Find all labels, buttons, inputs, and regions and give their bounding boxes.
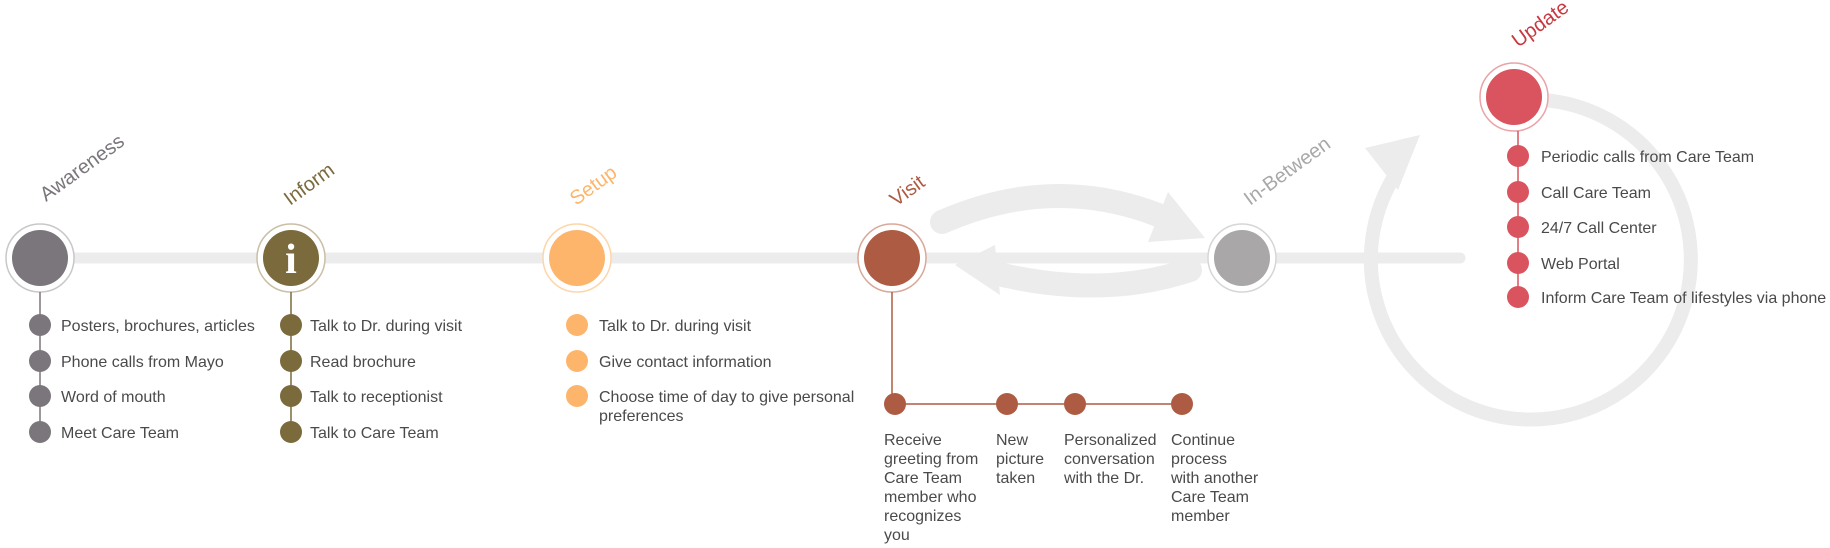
list-item: Inform Care Team of lifestyles via phone [1541,290,1826,307]
visit-step-line: recognizes [884,508,961,525]
list-item-dot [1507,145,1529,167]
visit-step-dot [1171,393,1193,415]
list-item: Give contact information [599,354,772,371]
list-item-dot [566,385,588,407]
stage-label-inform: Inform [280,159,339,210]
list-item-dot [566,350,588,372]
visit-step-line: Personalized [1064,432,1157,449]
visit-step-line: taken [996,470,1035,487]
visit-step-line: Continue [1171,432,1235,449]
visit-step-line: member [1171,508,1230,525]
stage-inform: i Inform Talk to Dr. during visit Read b… [256,159,463,443]
list-item-dot [29,350,51,372]
forward-cycle-arrow [930,184,1187,234]
list-item-line: preferences [599,408,684,425]
awareness-node[interactable] [12,230,68,286]
visit-step-line: greeting from [884,451,978,468]
visit-step-line: picture [996,451,1044,468]
visit-step-line: Care Team [1171,489,1249,506]
stage-label-update: Update [1508,0,1573,52]
visit-step-line: Receive [884,432,942,449]
update-node[interactable] [1486,69,1542,125]
list-item-dot [1507,252,1529,274]
list-item-dot [29,421,51,443]
list-item: Web Portal [1541,256,1620,273]
list-item: Talk to Care Team [310,425,439,442]
visit-step-line: you [884,527,910,544]
between-node[interactable] [1214,230,1270,286]
stage-label-between: In-Between [1240,133,1335,210]
setup-node[interactable] [549,230,605,286]
visit-step-line: New [996,432,1028,449]
stage-label-awareness: Awareness [36,130,129,206]
list-item: Word of mouth [61,389,166,406]
visit-step-line: Care Team [884,470,962,487]
visit-node[interactable] [864,230,920,286]
visit-step-line: with the Dr. [1063,470,1144,487]
list-item-dot [1507,216,1529,238]
inform-node[interactable] [263,230,319,286]
list-item: Talk to receptionist [310,389,443,406]
stage-awareness: Awareness Posters, brochures, articles P… [5,130,255,443]
info-icon: i [285,237,297,283]
visit-step-line: member who [884,489,977,506]
list-item-line: Choose time of day to give personal [599,389,854,406]
list-item-dot [280,350,302,372]
list-item-dot [280,421,302,443]
stage-label-visit: Visit [886,171,930,211]
list-item-dot [566,314,588,336]
visit-step-label: New picture taken [996,432,1048,487]
visit-step-line: conversation [1064,451,1155,468]
list-item-dot [280,385,302,407]
list-item: Read brochure [310,354,416,371]
visit-step-dot [1064,393,1086,415]
return-cycle-arrow [978,258,1202,298]
list-item: Choose time of day to give personal pref… [599,389,859,425]
list-item: 24/7 Call Center [1541,220,1657,237]
stage-update: Update Periodic calls from Care Team Cal… [1479,0,1826,308]
forward-arrowhead-icon [1148,192,1205,242]
update-ring-arrowhead-icon [1365,135,1420,190]
list-item-dot [1507,181,1529,203]
list-item-dot [29,385,51,407]
visit-step-line: process [1171,451,1227,468]
list-item: Posters, brochures, articles [61,318,255,335]
list-item: Meet Care Team [61,425,179,442]
list-item: Periodic calls from Care Team [1541,149,1754,166]
list-item-dot [29,314,51,336]
stage-setup: Setup Talk to Dr. during visit Give cont… [542,162,859,425]
list-item: Talk to Dr. during visit [310,318,463,335]
visit-step-label: Personalized conversation with the Dr. [1063,432,1161,487]
list-item-dot [1507,286,1529,308]
return-arrowhead-icon [955,245,1000,295]
visit-step-dot [996,393,1018,415]
visit-step-label: Continue process with another Care Team … [1170,432,1263,525]
visit-step-dot [884,393,906,415]
stage-label-setup: Setup [566,162,621,211]
list-item-dot [280,314,302,336]
visit-step-label: Receive greeting from Care Team member w… [884,432,983,544]
update-cycle-ring [1363,93,1698,427]
stage-between: In-Between [1207,133,1335,293]
stage-visit: Visit Receive greeting from Care Team me… [857,171,1263,544]
list-item: Phone calls from Mayo [61,354,224,371]
visit-step-line: with another [1170,470,1259,487]
list-item: Call Care Team [1541,185,1651,202]
list-item: Talk to Dr. during visit [599,318,752,335]
